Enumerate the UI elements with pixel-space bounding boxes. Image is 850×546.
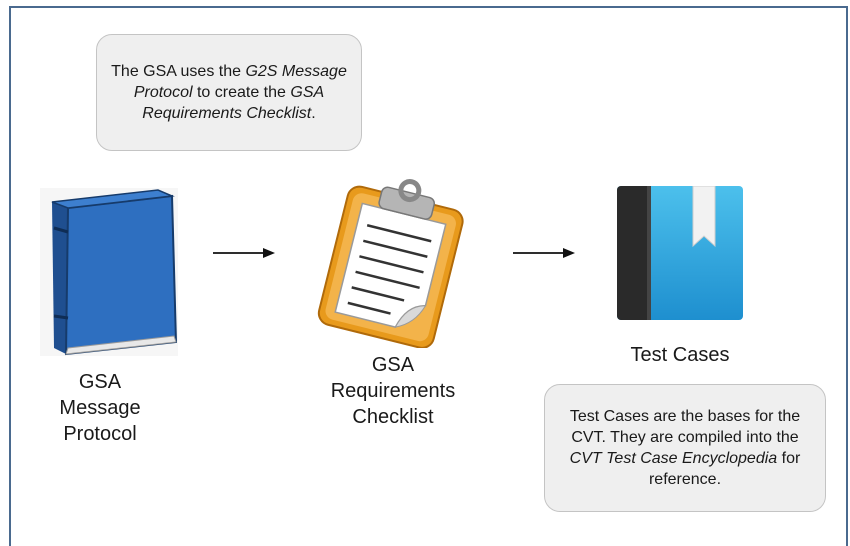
callout-gsa-protocol: The GSA uses the G2S Message Protocol to… xyxy=(96,34,362,151)
label-line: GSA xyxy=(78,371,122,393)
blue-book-icon xyxy=(40,188,178,356)
bookmarked-book-icon xyxy=(617,186,743,320)
callout-emphasis: GSA Requirements Checklist xyxy=(142,84,325,122)
callout-text-part: The GSA uses the xyxy=(111,63,246,80)
callout-text-part: to create the xyxy=(192,84,291,101)
callout-text-part: . xyxy=(311,105,316,122)
label-gsa-message-protocol: GSA Message Protocol xyxy=(20,369,180,447)
callout-emphasis: CVT Test Case Encyclopedia xyxy=(569,450,778,467)
callout-test-cases: Test Cases are the bases for the CVT. Th… xyxy=(544,384,826,512)
diagram-frame xyxy=(9,6,848,546)
callout-text-part: Test Cases are the bases for the CVT. Th… xyxy=(569,408,801,446)
callout-gsa-protocol-text: The GSA uses the G2S Message Protocol to… xyxy=(111,61,347,124)
arrow-right-icon xyxy=(513,248,575,258)
label-gsa-requirements-checklist: GSA Requirements Checklist xyxy=(313,352,473,430)
label-test-cases: Test Cases xyxy=(630,344,730,366)
label-line: Protocol xyxy=(63,423,137,445)
clipboard-checklist-icon xyxy=(317,179,464,348)
label-line: Requirements xyxy=(330,380,456,402)
arrow-right-icon xyxy=(213,248,275,258)
label-line: GSA xyxy=(371,354,415,376)
callout-text-part: for reference. xyxy=(648,450,801,488)
label-line: Checklist xyxy=(352,406,434,428)
label-line: Message xyxy=(59,397,141,419)
callout-test-cases-text: Test Cases are the bases for the CVT. Th… xyxy=(557,406,813,490)
callout-emphasis: G2S Message Protocol xyxy=(133,63,347,101)
